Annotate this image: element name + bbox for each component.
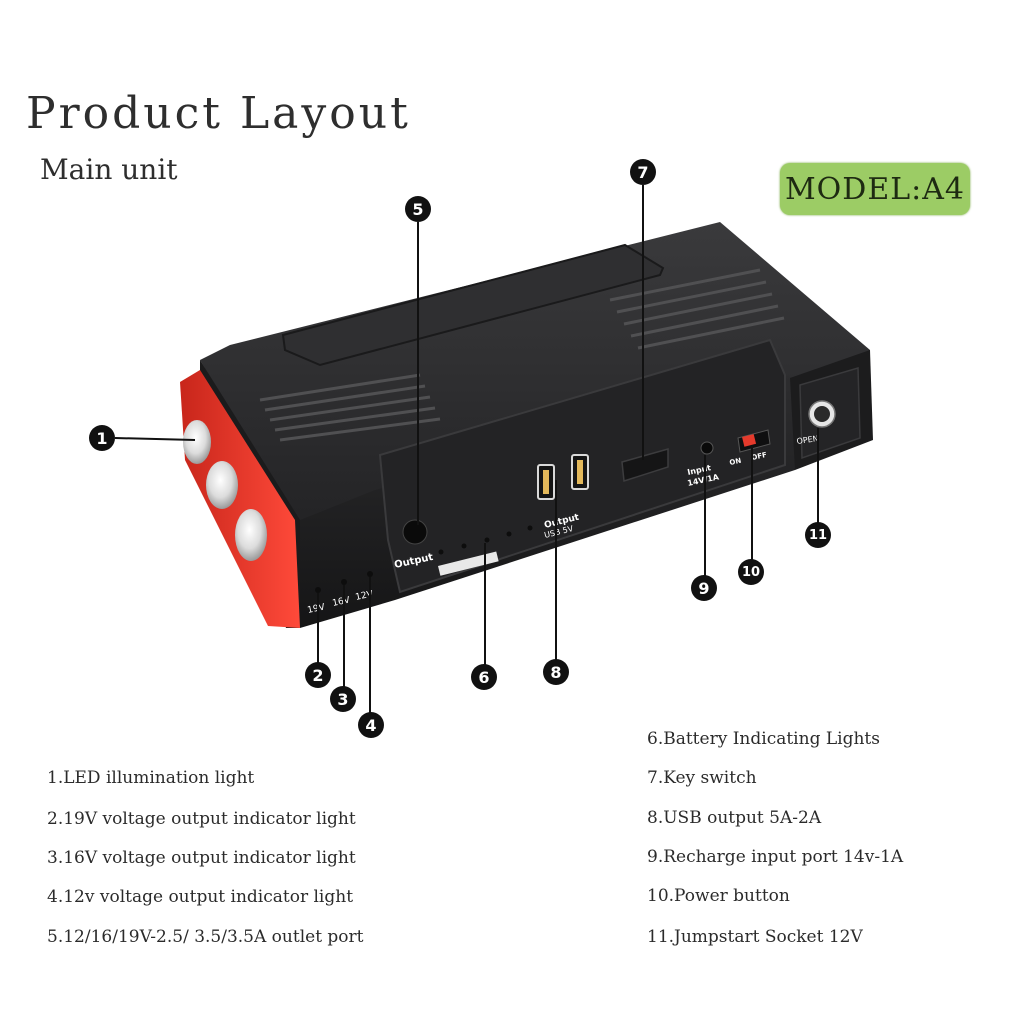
spec-item: 1.LED illumination light <box>47 768 255 788</box>
product-illustration: 19V 16V 12V Output Output USB 5V Input 1… <box>114 185 873 718</box>
callout-7: 7 <box>630 159 656 185</box>
label-19v: 19V <box>307 602 327 616</box>
callout-5: 5 <box>405 196 431 222</box>
jumpstart-open-label: OPEN <box>796 434 819 446</box>
device-sticker <box>437 551 499 576</box>
indicator-16v <box>341 579 347 585</box>
spec-item: 3.16V voltage output indicator light <box>47 848 356 868</box>
callout-9: 9 <box>691 575 717 601</box>
indicator-12v <box>367 571 373 577</box>
led-lamp <box>183 420 211 464</box>
callout-8: 8 <box>543 659 569 685</box>
key-switch <box>621 448 669 482</box>
callout-leaders <box>114 185 819 718</box>
callout-4: 4 <box>358 712 384 738</box>
spec-item: 9.Recharge input port 14v-1A <box>647 847 904 867</box>
callout-6: 6 <box>471 664 497 690</box>
callout-2: 2 <box>305 662 331 688</box>
spec-item: 6.Battery Indicating Lights <box>647 729 880 749</box>
callout-3: 3 <box>330 686 356 712</box>
device-top-ridge <box>281 243 665 367</box>
vent-right <box>609 268 785 350</box>
vent-left <box>259 373 441 442</box>
spec-item: 5.12/16/19V-2.5/ 3.5/3.5A outlet port <box>47 927 364 947</box>
input-port <box>700 441 714 455</box>
spec-item: 4.12v voltage output indicator light <box>47 887 354 907</box>
spec-item: 7.Key switch <box>647 768 757 788</box>
spec-item: 2.19V voltage output indicator light <box>47 809 356 829</box>
model-badge: MODEL:A4 <box>780 163 970 215</box>
label-16v: 16V <box>332 595 352 609</box>
callout-10: 10 <box>738 559 764 585</box>
callout-1: 1 <box>89 425 115 451</box>
page-title: Product Layout <box>26 88 411 139</box>
spec-item: 8.USB output 5A-2A <box>647 808 822 828</box>
indicator-19v <box>315 587 321 593</box>
spec-item: 10.Power button <box>647 886 790 906</box>
output-jack <box>402 519 428 545</box>
spec-item: 11.Jumpstart Socket 12V <box>647 927 863 947</box>
led-lamp <box>206 461 238 509</box>
power-on-label: ON <box>729 457 742 467</box>
power-off-label: OFF <box>751 451 768 462</box>
led-lamp <box>235 509 267 561</box>
callout-11: 11 <box>805 522 831 548</box>
page-subtitle: Main unit <box>40 153 178 186</box>
battery-indicator-lights <box>438 525 533 555</box>
